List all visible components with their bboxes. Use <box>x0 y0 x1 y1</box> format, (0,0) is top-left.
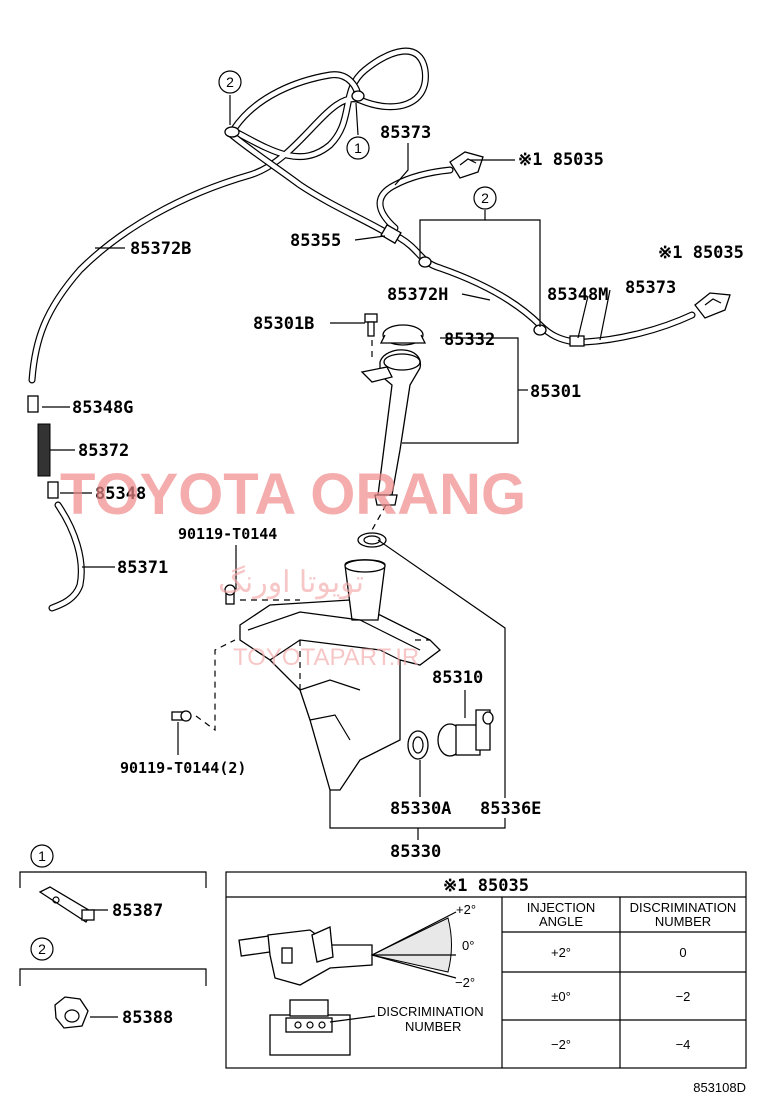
watermark-site: TOYOTAPART.IR <box>233 644 419 671</box>
nozzle-bottom-view-icon <box>269 999 376 1056</box>
washer-tank-85330 <box>171 559 494 791</box>
table-header-angle-1: INJECTION <box>527 900 596 915</box>
label-85332: 85332 <box>444 330 495 350</box>
watermarks: TOYOTA ORANG تویوتا اورنگ TOYOTAPART.IR <box>60 462 526 671</box>
label-85301B: 85301B <box>253 314 314 334</box>
discrimination-table: INJECTION ANGLE DISCRIMINATION NUMBER +2… <box>501 897 746 1068</box>
label-85348: 85348 <box>95 484 146 504</box>
spray-angle-fan: +2° 0° −2° <box>370 902 476 990</box>
watermark-main: TOYOTA ORANG <box>60 462 526 527</box>
angle-label-minus: −2° <box>455 975 475 990</box>
connector-85348 <box>47 481 59 499</box>
label-85372: 85372 <box>78 441 129 461</box>
label-90119-bottom: 90119-T0144(2) <box>120 759 246 777</box>
svg-text:2: 2 <box>226 74 234 90</box>
label-85388: 85388 <box>122 1008 173 1028</box>
nozzle-side-view-icon <box>238 926 373 986</box>
label-85371: 85371 <box>117 558 168 578</box>
table-header-angle-2: ANGLE <box>539 914 583 929</box>
label-85387: 85387 <box>112 901 163 921</box>
part-labels: 85373 ※1 85035 85372B 85355 ※1 85035 853… <box>72 123 744 862</box>
hose-network <box>28 47 696 612</box>
bolt-85301B <box>364 313 378 337</box>
label-85035-right: ※1 85035 <box>658 243 744 263</box>
label-85348M: 85348M <box>547 285 608 305</box>
table-header-disc-1: DISCRIMINATION <box>630 900 737 915</box>
angle-label-zero: 0° <box>462 938 474 953</box>
table-cell: −2° <box>551 1037 571 1052</box>
angle-label-plus: +2° <box>456 902 476 917</box>
connector-85355 <box>380 223 402 245</box>
label-85373-top: 85373 <box>380 123 431 143</box>
table-cell: −4 <box>676 1037 691 1052</box>
svg-text:1: 1 <box>38 848 46 864</box>
label-85330: 85330 <box>390 842 441 862</box>
clip-85387-icon <box>38 886 95 923</box>
clamp-mid <box>418 256 432 268</box>
legend-1: 1 85387 <box>19 844 207 923</box>
label-85310: 85310 <box>432 668 483 688</box>
label-85336E: 85336E <box>480 799 541 819</box>
legend-2: 2 85388 <box>19 937 207 1029</box>
seal-ring <box>357 532 387 548</box>
label-85348G: 85348G <box>72 398 133 418</box>
svg-text:2: 2 <box>38 941 46 957</box>
table-cell: −2 <box>676 989 691 1004</box>
nozzle-detail-box: ※1 85035 +2° 0° −2° DISCRIM <box>225 871 747 1069</box>
bolt-90119-top <box>224 584 236 605</box>
watermark-persian: تویوتا اورنگ <box>218 565 364 600</box>
pump-85310 <box>437 709 494 757</box>
grommet-85330A <box>407 730 429 760</box>
label-85035-top: ※1 85035 <box>518 150 604 170</box>
clamp-85388-icon <box>54 996 89 1029</box>
table-cell: +2° <box>551 945 571 960</box>
label-85372H: 85372H <box>387 285 448 305</box>
label-85372B: 85372B <box>130 239 191 259</box>
callout-circle-2-mid: 2 <box>473 186 497 210</box>
nozzle-85035-right <box>694 292 731 319</box>
discrimination-label-1: DISCRIMINATION <box>377 1004 484 1019</box>
table-header-disc-2: NUMBER <box>655 914 711 929</box>
bolt-90119-bottom <box>171 710 192 722</box>
clamp-top <box>224 126 240 138</box>
connector-85348G <box>27 395 39 413</box>
label-85373-right: 85373 <box>625 278 676 298</box>
figure-code: 853108D <box>693 1080 746 1095</box>
connectors <box>27 90 731 499</box>
callout-circle-2-top: 2 <box>218 70 242 94</box>
connector-85348M <box>569 335 585 347</box>
table-cell: 0 <box>679 945 686 960</box>
detail-box-title: ※1 85035 <box>443 876 529 896</box>
label-90119-top: 90119-T0144 <box>178 525 277 543</box>
table-cell: ±0° <box>551 989 571 1004</box>
discrimination-label-2: NUMBER <box>405 1019 461 1034</box>
svg-text:2: 2 <box>481 190 489 206</box>
label-85355: 85355 <box>290 231 341 251</box>
label-85330A: 85330A <box>390 799 451 819</box>
filler-neck-85301 <box>357 324 427 548</box>
label-85301: 85301 <box>530 382 581 402</box>
nozzle-85035-top <box>449 151 484 179</box>
callout-circle-1-top: 1 <box>346 136 370 160</box>
clip-top <box>351 90 365 102</box>
svg-text:1: 1 <box>354 140 362 156</box>
